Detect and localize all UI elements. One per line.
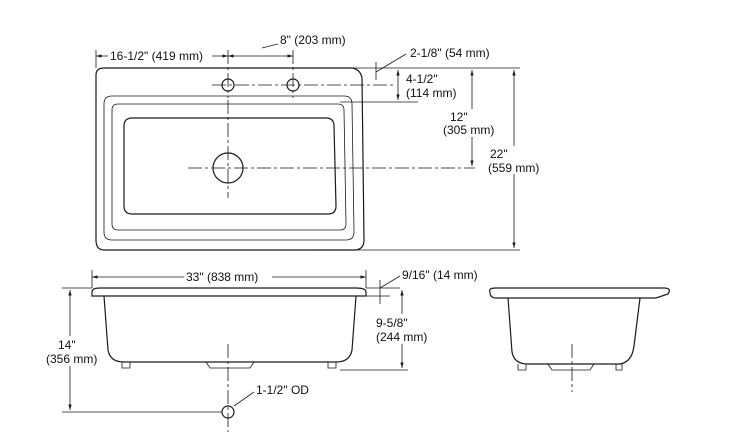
dim-bowl-depth-in: 9-5/8": [376, 316, 408, 330]
front-view: 33" (838 mm) 9/16" (14 mm) 9-5/8" (244 m…: [42, 268, 478, 432]
front-bottom-pad: [205, 361, 255, 369]
dim-overall-height-mm: (356 mm): [46, 352, 97, 366]
dim-hole-to-edge-in: 4-1/2": [406, 72, 438, 86]
front-foot-right: [327, 362, 337, 369]
front-foot-left: [121, 362, 131, 369]
dim-overall-height-in: 14": [58, 338, 76, 352]
front-rim: [91, 287, 367, 297]
dim-hole-offset: 16-1/2" (419 mm): [110, 49, 203, 63]
top-view: 16-1/2" (419 mm) 8" (203 mm) 2-1/8" (54 …: [95, 33, 548, 251]
dim-drain-outlet: 1-1/2" OD: [256, 383, 309, 397]
side-rim: [489, 287, 670, 299]
dim-rim-to-deck: 2-1/8" (54 mm): [410, 46, 490, 60]
dim-bowl-depth-mm: (244 mm): [376, 330, 427, 344]
leader-rim-to-deck: [375, 53, 407, 73]
dim-overall-depth-mm: (559 mm): [488, 161, 539, 175]
leader-hole-spacing: [261, 43, 279, 49]
dim-drain-to-edge-mm: (305 mm): [443, 123, 494, 137]
side-foot-right: [615, 364, 623, 371]
sink-rim-inner-outline: [111, 103, 347, 231]
side-view: [489, 287, 670, 392]
dim-overall-width: 33" (838 mm): [186, 270, 258, 284]
leader-drain-outlet: [233, 391, 255, 407]
side-foot-left: [517, 364, 527, 371]
front-bowl: [103, 295, 357, 363]
leader-rim-thickness: [379, 275, 401, 289]
sink-deck-outline: [95, 67, 365, 251]
sink-bowl-outline: [123, 117, 337, 215]
side-bowl: [507, 297, 641, 365]
sink-rim-outline: [103, 95, 355, 241]
dim-drain-to-edge-in: 12": [450, 110, 468, 124]
side-bottom-pad: [547, 363, 595, 371]
dim-hole-spacing: 8" (203 mm): [280, 33, 346, 47]
dim-rim-thickness: 9/16" (14 mm): [402, 268, 478, 282]
dim-hole-to-edge-mm: (114 mm): [406, 86, 456, 100]
dim-overall-depth-in: 22": [490, 147, 508, 161]
